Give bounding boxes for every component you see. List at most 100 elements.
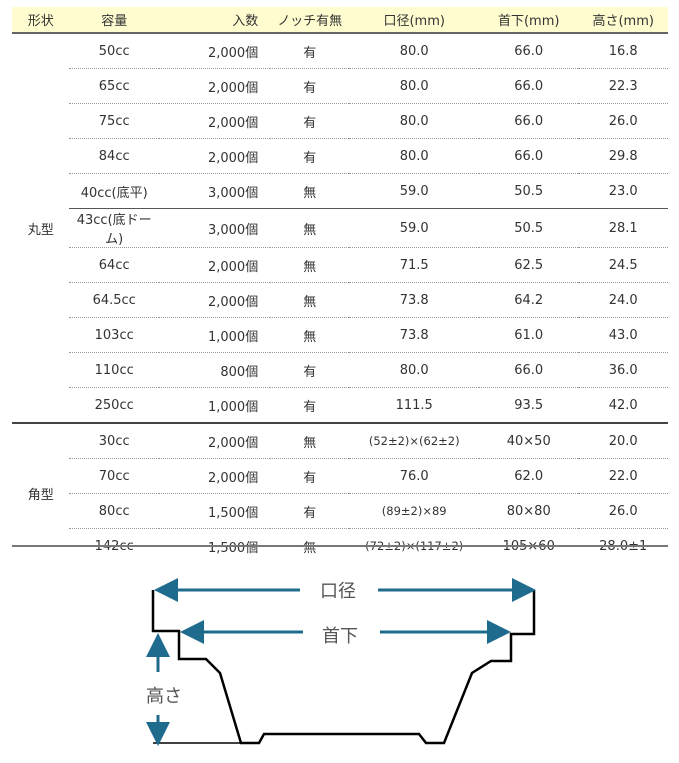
header-neck: 首下(mm) bbox=[479, 7, 579, 34]
notch-cell: 有 bbox=[303, 399, 317, 415]
capacity-cell: 70cc bbox=[69, 458, 159, 494]
neck-cell: 62.5 bbox=[479, 247, 579, 283]
height-cell: 23.0 bbox=[578, 173, 668, 209]
diameter-cell: 80.0 bbox=[349, 68, 480, 104]
diameter-cell: 73.8 bbox=[349, 317, 480, 353]
capacity-cell: 40cc(底平) bbox=[69, 173, 159, 209]
label-neck: 首下 bbox=[322, 622, 358, 648]
header-row: 形状 容量 入数 ノッチ有無 口径(mm) 首下(mm) 高さ(mm) bbox=[12, 7, 668, 34]
capacity-cell: 43cc(底ドーム) bbox=[69, 208, 159, 248]
header-notch: ノッチ有無 bbox=[270, 7, 350, 34]
capacity-cell: 110cc bbox=[69, 352, 159, 388]
neck-cell: 80×80 bbox=[479, 493, 579, 529]
height-cell: 43.0 bbox=[578, 317, 668, 353]
label-diameter: 口径 bbox=[320, 577, 356, 603]
spec-table: 形状 容量 入数 ノッチ有無 口径(mm) 首下(mm) 高さ(mm) 丸型 50… bbox=[12, 7, 668, 563]
shape-cell: 角型 bbox=[12, 422, 70, 563]
diameter-cell: 80.0 bbox=[349, 138, 480, 174]
diameter-cell: (89±2)×89 bbox=[349, 493, 480, 529]
diameter-cell: 73.8 bbox=[349, 282, 480, 318]
table-bottom-rule bbox=[12, 545, 668, 547]
quantity-cell: 800個 bbox=[158, 352, 271, 388]
notch-cell: 有 bbox=[270, 352, 350, 388]
capacity-cell: 103cc bbox=[69, 317, 159, 353]
quantity-cell: 1,500個 bbox=[158, 493, 271, 529]
diameter-cell: 59.0 bbox=[349, 208, 480, 248]
neck-cell: 64.2 bbox=[479, 282, 579, 318]
quantity-cell: 2,000個 bbox=[158, 103, 271, 139]
notch-cell: 有 bbox=[270, 138, 350, 174]
neck-cell: 66.0 bbox=[479, 33, 579, 69]
capacity-cell: 30cc bbox=[69, 422, 159, 459]
neck-cell: 93.5 bbox=[514, 397, 544, 413]
diameter-cell: 59.0 bbox=[349, 173, 480, 209]
height-cell: 24.5 bbox=[578, 247, 668, 283]
neck-cell: 66.0 bbox=[479, 352, 579, 388]
shape-cell: 丸型 bbox=[27, 222, 54, 238]
capacity-cell: 64cc bbox=[69, 247, 159, 283]
notch-cell: 有 bbox=[270, 493, 350, 529]
quantity-cell: 2,000個 bbox=[158, 282, 271, 318]
height-cell: 22.0 bbox=[578, 458, 668, 494]
height-cell: 26.0 bbox=[578, 493, 668, 529]
notch-cell: 無 bbox=[270, 208, 350, 248]
capacity-cell: 65cc bbox=[69, 68, 159, 104]
quantity-cell: 1,500個 bbox=[207, 540, 259, 556]
header-height: 高さ(mm) bbox=[578, 7, 668, 34]
capacity-cell: 50cc bbox=[69, 33, 159, 69]
notch-cell: 有 bbox=[270, 33, 350, 69]
cup-outline-icon bbox=[146, 578, 536, 746]
capacity-cell: 64.5cc bbox=[69, 282, 159, 318]
header-quantity: 入数 bbox=[158, 7, 271, 34]
capacity-cell: 80cc bbox=[69, 493, 159, 529]
height-cell: 28.1 bbox=[578, 208, 668, 248]
header-shape: 形状 bbox=[12, 7, 70, 34]
quantity-cell: 2,000個 bbox=[158, 138, 271, 174]
notch-cell: 無 bbox=[303, 540, 317, 556]
diameter-cell: 80.0 bbox=[349, 103, 480, 139]
neck-cell: 50.5 bbox=[479, 173, 579, 209]
quantity-cell: 2,000個 bbox=[158, 422, 271, 459]
height-cell: 36.0 bbox=[578, 352, 668, 388]
height-cell: 22.3 bbox=[578, 68, 668, 104]
diameter-cell: 76.0 bbox=[349, 458, 480, 494]
diameter-cell: 80.0 bbox=[349, 33, 480, 69]
notch-cell: 無 bbox=[270, 422, 350, 459]
notch-cell: 無 bbox=[270, 173, 350, 209]
neck-cell: 66.0 bbox=[479, 103, 579, 139]
quantity-cell: 2,000個 bbox=[158, 247, 271, 283]
capacity-cell: 75cc bbox=[69, 103, 159, 139]
neck-cell: 50.5 bbox=[479, 208, 579, 248]
cup-dimension-diagram: 口径 首下 高さ bbox=[130, 560, 560, 759]
diameter-cell: 80.0 bbox=[349, 352, 480, 388]
height-cell: 20.0 bbox=[578, 422, 668, 459]
height-cell: 26.0 bbox=[578, 103, 668, 139]
notch-cell: 無 bbox=[270, 282, 350, 318]
quantity-cell: 3,000個 bbox=[158, 208, 271, 248]
diameter-cell: (52±2)×(62±2) bbox=[349, 422, 480, 459]
height-cell: 24.0 bbox=[578, 282, 668, 318]
notch-cell: 無 bbox=[270, 317, 350, 353]
quantity-cell: 2,000個 bbox=[158, 33, 271, 69]
capacity-cell: 250cc bbox=[94, 397, 134, 413]
quantity-cell: 2,000個 bbox=[158, 68, 271, 104]
header-capacity: 容量 bbox=[69, 7, 159, 34]
quantity-cell: 1,000個 bbox=[158, 317, 271, 353]
header-diameter: 口径(mm) bbox=[349, 7, 480, 34]
capacity-cell: 84cc bbox=[69, 138, 159, 174]
diameter-cell: 111.5 bbox=[395, 397, 433, 413]
notch-cell: 有 bbox=[270, 68, 350, 104]
